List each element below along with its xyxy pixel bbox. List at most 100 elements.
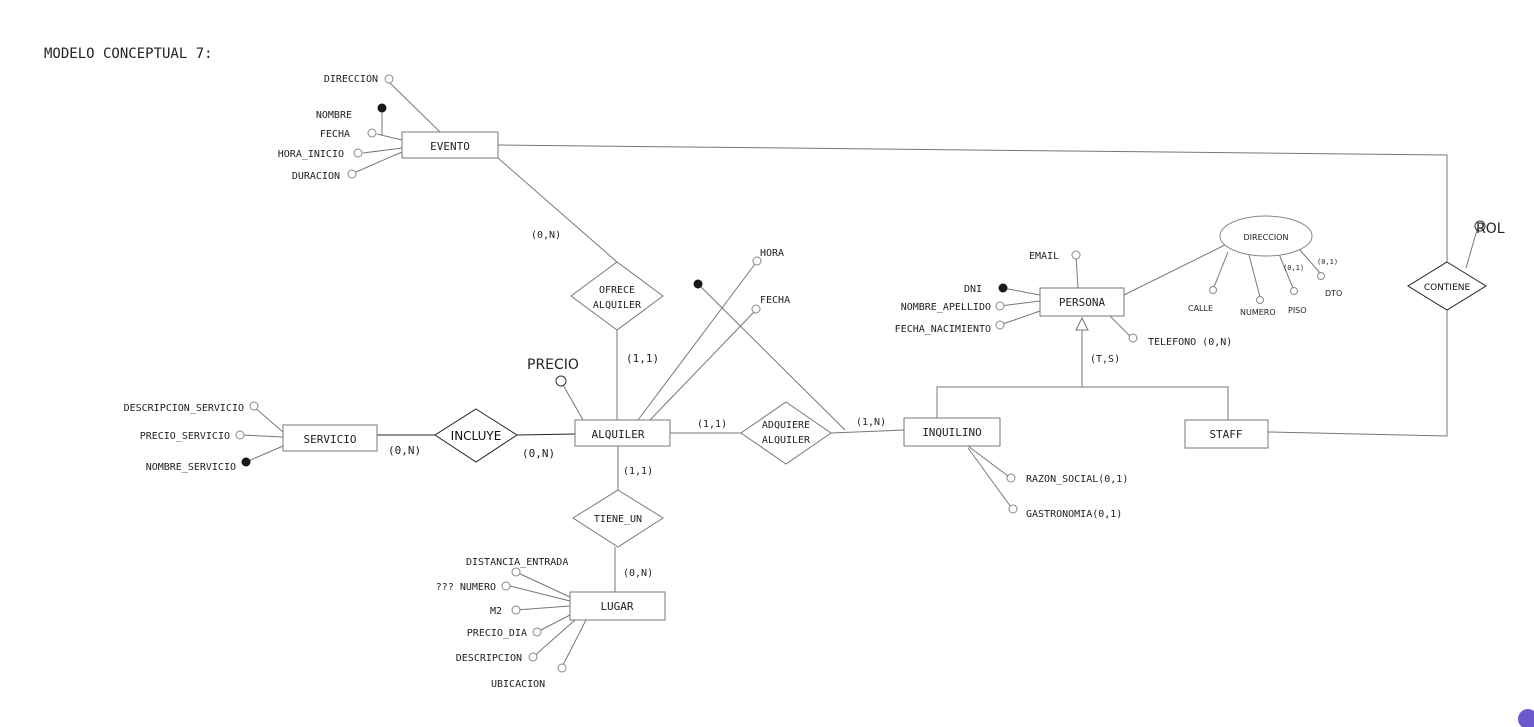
relationship-incluye[interactable]: INCLUYE bbox=[434, 408, 518, 463]
attr-marker-servicio-precio bbox=[235, 430, 245, 440]
attr-marker-evento-fecha bbox=[367, 128, 377, 138]
attr-marker-direccion-calle bbox=[1209, 286, 1217, 294]
attr-servicio-nombre: NOMBRE_SERVICIO bbox=[146, 462, 236, 473]
attr-marker-inquilino-gastronomia bbox=[1008, 504, 1018, 514]
attr-marker-persona-telefono bbox=[1128, 333, 1138, 343]
entity-staff-label: STAFF bbox=[1209, 428, 1242, 441]
attr-marker-contiene-rol bbox=[1474, 220, 1486, 232]
attr-marker-persona-nombre-apellido bbox=[995, 301, 1005, 311]
card-inquilino-adquiere: (1,N) bbox=[856, 417, 886, 428]
key-marker-evento-nombre bbox=[377, 103, 387, 113]
attr-direccion-calle: CALLE bbox=[1188, 304, 1213, 313]
entity-lugar-label: LUGAR bbox=[600, 600, 633, 613]
attr-persona-email: EMAIL bbox=[1029, 251, 1059, 262]
card-alquiler-incluye: (0,N) bbox=[522, 447, 555, 460]
attr-servicio-precio: PRECIO_SERVICIO bbox=[140, 431, 230, 442]
relationship-contiene[interactable]: CONTIENE bbox=[1407, 261, 1487, 311]
attr-lugar-m2: M2 bbox=[490, 606, 502, 617]
relationship-contiene-label: CONTIENE bbox=[1424, 283, 1471, 293]
attr-persona-dni: DNI bbox=[964, 284, 982, 295]
entity-servicio[interactable]: SERVICIO bbox=[282, 424, 378, 452]
attr-persona-telefono: TELEFONO (0,N) bbox=[1148, 337, 1232, 348]
attr-alquiler-precio: PRECIO bbox=[527, 357, 579, 373]
cardinality-labels: (0,N) (1,1) (0,N) (0,N) (1,1) (1,N) (1,1… bbox=[388, 230, 1120, 579]
composite-attribute-direccion[interactable]: DIRECCION bbox=[1219, 215, 1313, 257]
attr-direccion-piso-card: (0,1) bbox=[1283, 264, 1304, 272]
attr-marker-lugar-m2 bbox=[511, 605, 521, 615]
relationship-adquiere-alquiler[interactable]: ADQUIERE ALQUILER bbox=[740, 401, 832, 465]
entity-alquiler[interactable]: ALQUILER bbox=[574, 419, 671, 447]
entity-alquiler-label: ALQUILER bbox=[592, 428, 645, 441]
attr-evento-nombre: NOMBRE bbox=[316, 110, 352, 121]
attr-inquilino-gastronomia: GASTRONOMIA(0,1) bbox=[1026, 509, 1122, 520]
attr-marker-persona-email bbox=[1071, 250, 1081, 260]
attr-lugar-descripcion: DESCRIPCION bbox=[456, 653, 522, 664]
attr-servicio-descripcion: DESCRIPCION_SERVICIO bbox=[124, 403, 244, 414]
specialization-triangle bbox=[1075, 316, 1089, 331]
key-marker-servicio-nombre bbox=[241, 457, 251, 467]
relationship-adquiere-label-2: ALQUILER bbox=[762, 435, 811, 446]
attr-marker-alquiler-fecha bbox=[751, 304, 761, 314]
card-lugar-tiene: (0,N) bbox=[623, 568, 653, 579]
attr-marker-persona-fecha-nacimiento bbox=[995, 320, 1005, 330]
attr-evento-direccion: DIRECCION bbox=[324, 74, 378, 85]
attr-marker-evento-hora-inicio bbox=[353, 148, 363, 158]
attr-marker-direccion-piso bbox=[1290, 287, 1298, 295]
relationship-ofrece-label-1: OFRECE bbox=[599, 285, 635, 296]
entity-servicio-label: SERVICIO bbox=[304, 433, 357, 446]
attr-marker-alquiler-precio bbox=[555, 375, 567, 387]
attr-marker-lugar-ubicacion bbox=[557, 663, 567, 673]
corner-mark bbox=[1518, 709, 1534, 727]
entity-lugar[interactable]: LUGAR bbox=[569, 591, 666, 621]
entity-inquilino-label: INQUILINO bbox=[922, 426, 982, 439]
entity-staff[interactable]: STAFF bbox=[1184, 419, 1269, 449]
attr-marker-evento-duracion bbox=[347, 169, 357, 179]
attr-contiene-rol: ROL bbox=[1476, 221, 1505, 237]
attribute-labels: DIRECCION NOMBRE FECHA HORA_INICIO DURAC… bbox=[124, 74, 1505, 690]
attr-marker-lugar-precio-dia bbox=[532, 627, 542, 637]
attribute-markers bbox=[235, 74, 1486, 673]
card-persona-specialization: (T,S) bbox=[1090, 354, 1120, 365]
attr-marker-alquiler-hora bbox=[752, 256, 762, 266]
attr-persona-fecha-nacimiento: FECHA_NACIMIENTO bbox=[895, 324, 991, 335]
attr-evento-fecha: FECHA bbox=[320, 129, 350, 140]
composite-attribute-direccion-label: DIRECCION bbox=[1244, 233, 1289, 242]
card-alquiler-tiene: (1,1) bbox=[623, 466, 653, 477]
attr-marker-inquilino-razon-social bbox=[1006, 473, 1016, 483]
relationship-incluye-label: INCLUYE bbox=[451, 429, 502, 443]
entity-evento[interactable]: EVENTO bbox=[401, 131, 499, 159]
attr-direccion-piso: PISO bbox=[1288, 306, 1307, 315]
attr-evento-duracion: DURACION bbox=[292, 171, 340, 182]
attr-marker-lugar-distancia bbox=[511, 567, 521, 577]
attr-marker-direccion-dto bbox=[1317, 272, 1325, 280]
entity-persona-label: PERSONA bbox=[1059, 296, 1106, 309]
attr-persona-nombre-apellido: NOMBRE_APELLIDO bbox=[901, 302, 991, 313]
attr-marker-direccion-numero bbox=[1256, 296, 1264, 304]
relationship-ofrece-alquiler[interactable]: OFRECE ALQUILER bbox=[570, 261, 664, 331]
attr-lugar-distancia: DISTANCIA_ENTRADA bbox=[466, 557, 568, 568]
attr-marker-servicio-descripcion bbox=[249, 401, 259, 411]
attr-lugar-numero: ??? NUMERO bbox=[436, 582, 496, 593]
attr-evento-hora-inicio: HORA_INICIO bbox=[278, 149, 344, 160]
entity-inquilino[interactable]: INQUILINO bbox=[903, 417, 1001, 447]
attr-direccion-dto: DTO bbox=[1325, 289, 1342, 298]
relationship-ofrece-label-2: ALQUILER bbox=[593, 300, 642, 311]
entity-persona[interactable]: PERSONA bbox=[1039, 287, 1125, 317]
attr-inquilino-razon-social: RAZON_SOCIAL(0,1) bbox=[1026, 474, 1128, 485]
entity-evento-label: EVENTO bbox=[430, 140, 470, 153]
attr-direccion-numero: NUMERO bbox=[1240, 308, 1276, 317]
key-marker-adquiere bbox=[693, 279, 703, 289]
attr-marker-evento-direccion bbox=[384, 74, 394, 84]
card-servicio-incluye: (0,N) bbox=[388, 444, 421, 457]
card-alquiler-ofrece: (1,1) bbox=[626, 352, 659, 365]
key-marker-persona-dni bbox=[998, 283, 1008, 293]
card-evento-ofrece: (0,N) bbox=[531, 230, 561, 241]
relationship-tiene-un[interactable]: TIENE_UN bbox=[572, 489, 664, 548]
attr-marker-lugar-numero bbox=[501, 581, 511, 591]
attr-alquiler-hora: HORA bbox=[760, 248, 784, 259]
attr-direccion-dto-card: (0,1) bbox=[1317, 258, 1338, 266]
attr-alquiler-fecha: FECHA bbox=[760, 295, 790, 306]
connector-lines bbox=[240, 81, 1478, 668]
page-title: MODELO CONCEPTUAL 7: bbox=[44, 46, 213, 62]
relationship-tiene-un-label: TIENE_UN bbox=[594, 514, 642, 525]
